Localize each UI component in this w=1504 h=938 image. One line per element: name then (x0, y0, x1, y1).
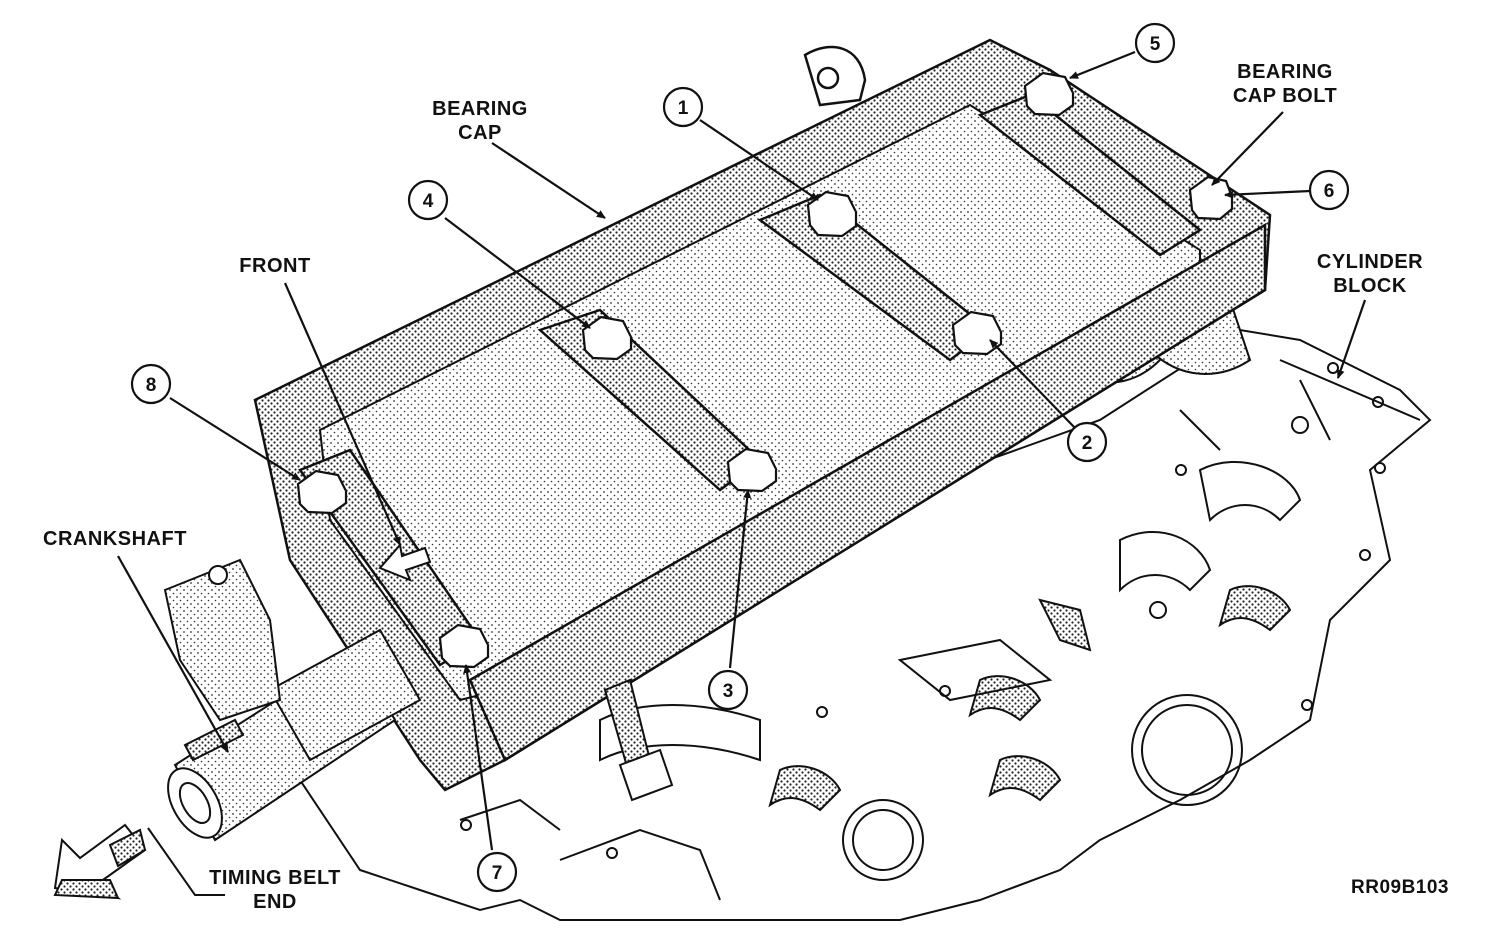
bolt-1 (806, 190, 858, 238)
callout-number-1: 1 (678, 98, 689, 119)
label-bearing-cap-bolt: BEARING CAP BOLT (1232, 61, 1338, 107)
label-front: FRONT (239, 255, 311, 277)
callout-number-6: 6 (1324, 181, 1335, 202)
label-cylinder-block: CYLINDER BLOCK (1316, 251, 1424, 297)
callout-circles (130, 22, 1350, 893)
callout-number-2: 2 (1082, 433, 1093, 454)
callout-circle-6 (1308, 169, 1350, 211)
label-bearing-cap: BEARING CAP (432, 98, 528, 144)
leader-lines (117, 50, 1367, 851)
callout-circle-8 (130, 363, 172, 405)
callout-numbers: 1 2 3 4 5 6 7 8 (146, 34, 1335, 884)
callout-circle-5 (1134, 22, 1176, 64)
bolt-5 (1023, 71, 1075, 117)
callout-number-8: 8 (146, 375, 157, 396)
label-timing-belt-end: TIMING BELT END (209, 867, 341, 913)
timing-belt-arrow-icon (53, 823, 225, 900)
bolt-7 (438, 623, 490, 669)
callout-circle-2 (1066, 421, 1108, 463)
bearing-cap-bolts (296, 71, 1234, 669)
front-arrow-icon (378, 542, 432, 582)
bolt-8 (296, 469, 348, 515)
callout-circle-3 (707, 669, 749, 711)
callout-number-4: 4 (423, 191, 434, 212)
callout-number-7: 7 (492, 863, 503, 884)
bolt-6 (1188, 175, 1234, 221)
bolt-4 (581, 315, 633, 361)
cylinder-block-drawing (298, 328, 1432, 921)
pickup-bolt (603, 678, 674, 802)
bolt-3 (726, 447, 778, 493)
crankshaft-nose (163, 558, 422, 842)
callout-number-5: 5 (1150, 34, 1161, 55)
callout-number-3: 3 (723, 681, 734, 702)
label-crankshaft: CRANKSHAFT (43, 528, 187, 550)
figure-code: RR09B103 (1351, 877, 1449, 898)
bolt-2 (951, 310, 1003, 356)
callout-circle-1 (662, 86, 704, 128)
callout-circle-4 (407, 179, 449, 221)
callout-circle-7 (476, 851, 518, 893)
